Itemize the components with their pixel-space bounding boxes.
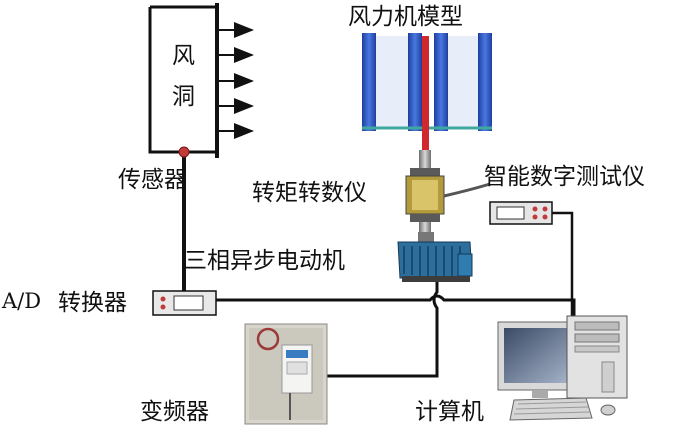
tester-cable (443, 182, 491, 198)
ad-converter-label-prefix: A/D (1, 289, 41, 313)
tester-to-computer-wire (552, 211, 574, 318)
wind-tunnel-label-2: 洞 (172, 84, 195, 110)
motor-label: 三相异步电动机 (184, 248, 345, 274)
motor-to-inverter-wire (326, 282, 439, 378)
turbine-model-label: 风力机模型 (348, 4, 463, 30)
motor (397, 232, 473, 282)
ad-converter (152, 290, 217, 316)
ad-to-computer-wire (216, 294, 576, 318)
inverter (244, 323, 328, 425)
sensor-label: 传感器 (118, 167, 187, 193)
inverter-label: 变频器 (140, 399, 209, 425)
torque-meter (405, 150, 445, 236)
turbine-model (362, 33, 492, 150)
digital-tester-label: 智能数字测试仪 (484, 164, 645, 190)
torque-meter-label: 转矩转数仪 (252, 180, 367, 206)
computer-label: 计算机 (415, 399, 484, 425)
airflow-arrows (219, 22, 254, 139)
digital-tester (489, 201, 553, 225)
turbine-shaft (422, 36, 429, 150)
wind-tunnel (148, 3, 219, 158)
sensor-dot (178, 146, 190, 158)
computer (497, 315, 628, 421)
wind-tunnel-label-1: 风 (172, 43, 195, 69)
ad-converter-label-suffix: 转换器 (58, 290, 127, 316)
